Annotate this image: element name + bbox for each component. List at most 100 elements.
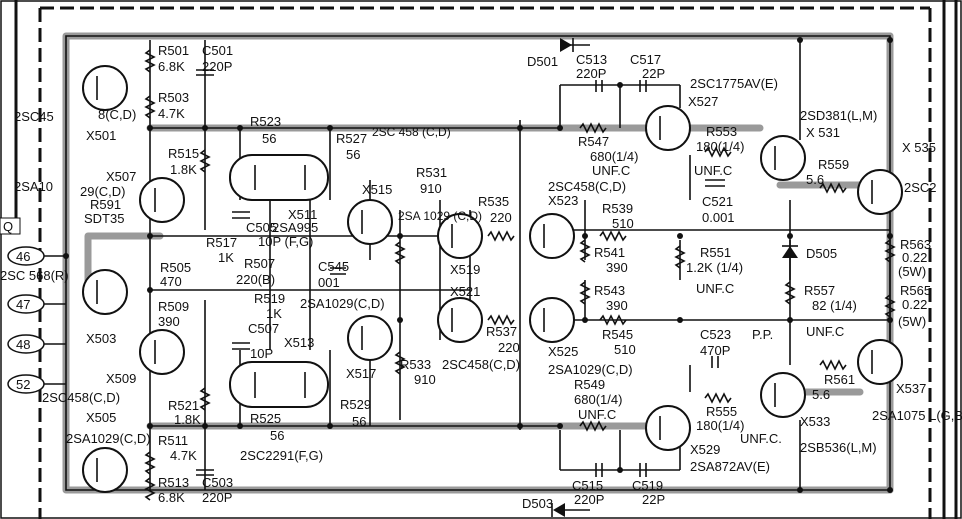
x507-part: 29(C,D) bbox=[80, 184, 126, 199]
svg-text:R533: R533 bbox=[400, 357, 431, 372]
svg-text:390: 390 bbox=[606, 298, 628, 313]
svg-text:R561: R561 bbox=[824, 372, 855, 387]
x503-ref: X503 bbox=[86, 331, 116, 346]
svg-text:R523: R523 bbox=[250, 114, 281, 129]
svg-text:220P: 220P bbox=[202, 59, 232, 74]
x507-ref: X507 bbox=[106, 169, 136, 184]
svg-text:UNF.C.: UNF.C. bbox=[740, 431, 782, 446]
svg-text:R545: R545 bbox=[602, 327, 633, 342]
svg-text:R529: R529 bbox=[340, 397, 371, 412]
x513-ref: X513 bbox=[284, 335, 314, 350]
x535-ref: X 535 bbox=[902, 140, 936, 155]
x511-ref: X511 bbox=[288, 207, 317, 222]
svg-text:D503: D503 bbox=[522, 496, 553, 511]
svg-text:0.22: 0.22 bbox=[902, 297, 927, 312]
x515-part: 2SC 458 (C,D) bbox=[372, 125, 451, 139]
svg-text:56: 56 bbox=[346, 147, 360, 162]
svg-text:180(1/4): 180(1/4) bbox=[696, 139, 744, 154]
dual-transistor-x511 bbox=[229, 154, 329, 201]
x523-ref: X523 bbox=[548, 193, 578, 208]
svg-text:C503: C503 bbox=[202, 475, 233, 490]
svg-text:220P: 220P bbox=[574, 492, 604, 507]
svg-text:R507: R507 bbox=[244, 256, 275, 271]
svg-text:910: 910 bbox=[414, 372, 436, 387]
svg-text:C505: C505 bbox=[246, 220, 277, 235]
x523-part: 2SC458(C,D) bbox=[548, 179, 626, 194]
svg-text:52: 52 bbox=[16, 377, 30, 392]
svg-text:(5W): (5W) bbox=[898, 314, 926, 329]
connector-q: Q bbox=[0, 217, 21, 235]
svg-text:UNF.C: UNF.C bbox=[806, 324, 844, 339]
connector-48: 48 bbox=[7, 334, 45, 354]
svg-text:6.8K: 6.8K bbox=[158, 59, 185, 74]
svg-text:R537: R537 bbox=[486, 324, 517, 339]
svg-text:UNF.C: UNF.C bbox=[696, 281, 734, 296]
svg-text:R521: R521 bbox=[168, 398, 199, 413]
svg-text:1K: 1K bbox=[266, 306, 282, 321]
svg-text:46: 46 bbox=[16, 249, 30, 264]
svg-text:C519: C519 bbox=[632, 478, 663, 493]
edge-label-2sc568: 2SC 568(R) bbox=[0, 268, 69, 283]
svg-text:R547: R547 bbox=[578, 134, 609, 149]
svg-text:SDT35: SDT35 bbox=[84, 211, 124, 226]
svg-text:C501: C501 bbox=[202, 43, 233, 58]
x533-part: 2SB536(L,M) bbox=[800, 440, 877, 455]
edge-label-2sc458: 2SC458(C,D) bbox=[42, 390, 120, 405]
svg-text:22P: 22P bbox=[642, 492, 665, 507]
junction-dots bbox=[63, 37, 893, 493]
svg-text:R549: R549 bbox=[574, 377, 605, 392]
svg-text:C507: C507 bbox=[248, 321, 279, 336]
svg-text:1.8K: 1.8K bbox=[170, 162, 197, 177]
svg-text:680(1/4): 680(1/4) bbox=[590, 149, 638, 164]
capacitor-marks bbox=[196, 69, 725, 477]
svg-text:R543: R543 bbox=[594, 283, 625, 298]
svg-text:0.22: 0.22 bbox=[902, 250, 927, 265]
x535-part: 2SC2 bbox=[904, 180, 937, 195]
resistor-labels: R501 6.8K R503 4.7K R505 470 R507 220(B)… bbox=[84, 43, 931, 505]
diode-d501: D501 bbox=[527, 38, 574, 69]
svg-text:1.8K: 1.8K bbox=[174, 412, 201, 427]
x521-ref: X521 bbox=[450, 284, 480, 299]
svg-text:R515: R515 bbox=[168, 146, 199, 161]
svg-text:390: 390 bbox=[158, 314, 180, 329]
svg-text:R565: R565 bbox=[900, 283, 931, 298]
svg-text:R555: R555 bbox=[706, 404, 737, 419]
svg-text:UNF.C: UNF.C bbox=[592, 163, 630, 178]
svg-text:R591: R591 bbox=[90, 197, 121, 212]
svg-text:R539: R539 bbox=[602, 201, 633, 216]
capacitor-labels: C501 220P C503 220P C505 10P (F,G) C507 … bbox=[202, 43, 773, 507]
x525-part: 2SA1029(C,D) bbox=[548, 362, 633, 377]
x531-ref: X 531 bbox=[806, 125, 840, 140]
svg-text:R553: R553 bbox=[706, 124, 737, 139]
svg-text:680(1/4): 680(1/4) bbox=[574, 392, 622, 407]
diode-d503: D503 bbox=[522, 496, 565, 517]
svg-text:220P: 220P bbox=[576, 66, 606, 81]
x527-part: 2SC1775AV(E) bbox=[690, 76, 778, 91]
svg-text:001: 001 bbox=[318, 275, 340, 290]
svg-text:220(B): 220(B) bbox=[236, 272, 275, 287]
x529-part: 2SA872AV(E) bbox=[690, 459, 770, 474]
svg-text:470: 470 bbox=[160, 274, 182, 289]
transistor-symbols bbox=[82, 65, 903, 493]
x517-part: 2SA1029(C,D) bbox=[300, 296, 385, 311]
svg-text:48: 48 bbox=[16, 337, 30, 352]
svg-text:R535: R535 bbox=[478, 194, 509, 209]
connector-47: 47 bbox=[7, 294, 45, 314]
x533-ref: X533 bbox=[800, 414, 830, 429]
svg-text:1K: 1K bbox=[218, 250, 234, 265]
svg-text:R557: R557 bbox=[804, 283, 835, 298]
svg-text:C545: C545 bbox=[318, 259, 349, 274]
svg-text:470P: 470P bbox=[700, 343, 730, 358]
svg-text:R527: R527 bbox=[336, 131, 367, 146]
connector-46: 46 bbox=[7, 246, 45, 266]
x529-ref: X529 bbox=[690, 442, 720, 457]
svg-text:D501: D501 bbox=[527, 54, 558, 69]
svg-text:1.2K (1/4): 1.2K (1/4) bbox=[686, 260, 743, 275]
x515-ref: X515 bbox=[362, 182, 392, 197]
svg-text:4.7K: 4.7K bbox=[158, 106, 185, 121]
svg-text:D505: D505 bbox=[806, 246, 837, 261]
svg-text:0.001: 0.001 bbox=[702, 210, 735, 225]
svg-text:220P: 220P bbox=[202, 490, 232, 505]
svg-text:C515: C515 bbox=[572, 478, 603, 493]
